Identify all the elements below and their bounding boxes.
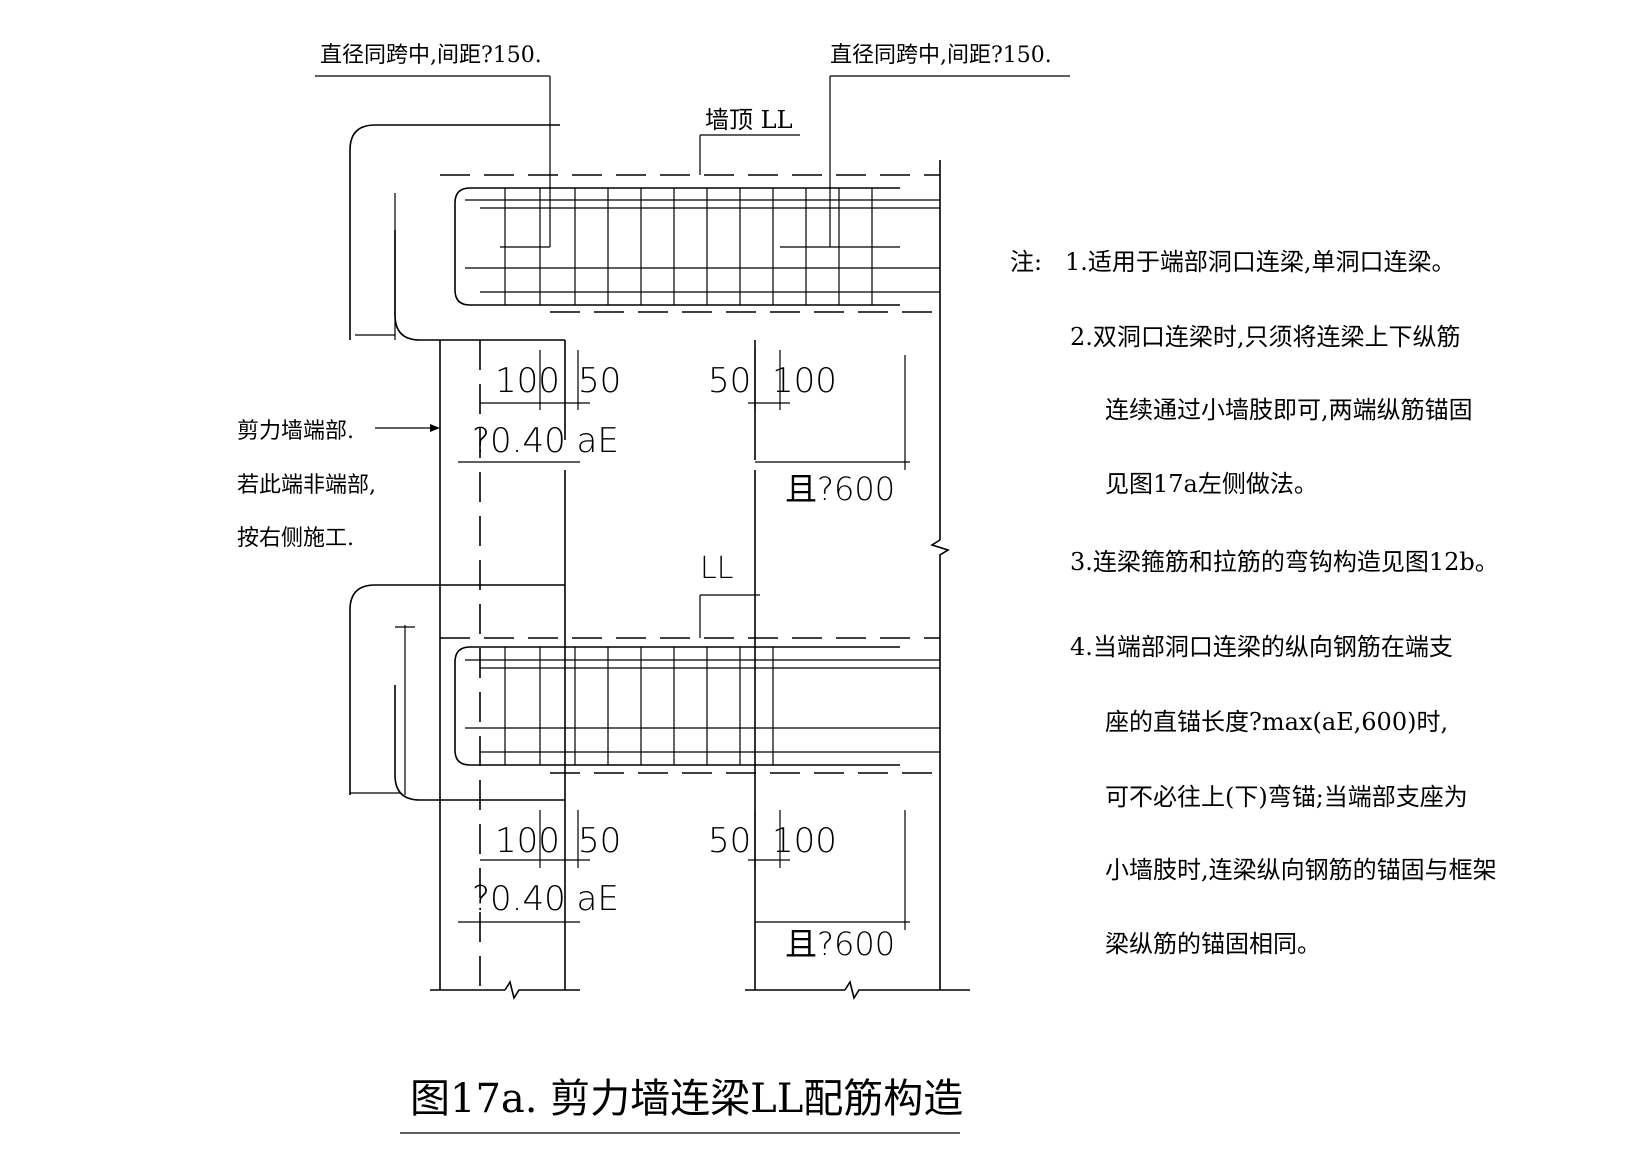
beam-label-lower: LL — [700, 551, 733, 586]
upper-dimensions — [458, 350, 910, 470]
note-line-3: 连续通过小墙肢即可,两端纵筋锚固 — [1105, 396, 1473, 424]
dim-lower-50-right: 50 — [708, 821, 751, 861]
note-line-2: 2.双洞口连梁时,只须将连梁上下纵筋 — [1070, 323, 1461, 351]
note-line-5: 3.连梁箍筋和拉筋的弯钩构造见图12b。 — [1070, 548, 1499, 576]
notes-prefix: 注: — [1010, 248, 1042, 276]
upper-stirrups — [500, 188, 900, 305]
note-line-1: 1.适用于端部洞口连梁,单洞口连梁。 — [1065, 248, 1456, 276]
dim-lower-anchor-right: 且?600 — [785, 925, 895, 963]
side-note-line-1: 剪力墙端部. — [237, 419, 354, 444]
note-line-4: 见图17a左侧做法。 — [1105, 470, 1318, 498]
lower-stirrups — [504, 647, 774, 765]
wall-left-outline — [430, 340, 580, 1001]
note-line-8: 可不必往上(下)弯锚;当端部支座为 — [1105, 783, 1468, 811]
side-arrow — [375, 424, 440, 432]
dim-lower-anchor-left: ?0.40 aE — [472, 879, 619, 919]
upper-beam — [349, 124, 940, 341]
dim-upper-50-right: 50 — [708, 361, 751, 401]
side-note-line-3: 按右侧施工. — [237, 526, 354, 551]
figure-caption: 图17a. 剪力墙连梁LL配筋构造 — [410, 1076, 963, 1122]
note-line-6: 4.当端部洞口连梁的纵向钢筋在端支 — [1070, 633, 1453, 661]
leader-label-top-right: 直径同跨中,间距?150. — [830, 43, 1052, 68]
wall-right-outline — [745, 160, 970, 1001]
dim-lower-50-left: 50 — [578, 821, 621, 861]
dim-lower-100-right: 100 — [772, 821, 837, 861]
beam-label-upper: 墙顶 LL — [705, 106, 793, 134]
leader-label-top-left: 直径同跨中,间距?150. — [320, 43, 542, 68]
side-note-line-2: 若此端非端部, — [237, 473, 376, 498]
dim-upper-anchor-left: ?0.40 aE — [472, 421, 619, 461]
note-line-10: 梁纵筋的锚固相同。 — [1105, 930, 1321, 958]
note-line-7: 座的直锚长度?max(aE,600)时, — [1105, 708, 1448, 736]
dim-lower-100-left: 100 — [495, 821, 560, 861]
dim-upper-100-right: 100 — [772, 361, 837, 401]
note-line-9: 小墙肢时,连梁纵向钢筋的锚固与框架 — [1105, 856, 1497, 884]
dim-upper-anchor-right: 且?600 — [785, 470, 895, 508]
leader-lines — [315, 75, 1070, 247]
dim-upper-50-left: 50 — [578, 361, 621, 401]
lower-dimensions — [458, 810, 910, 930]
dim-upper-100-left: 100 — [495, 361, 560, 401]
lower-beam — [349, 584, 940, 801]
